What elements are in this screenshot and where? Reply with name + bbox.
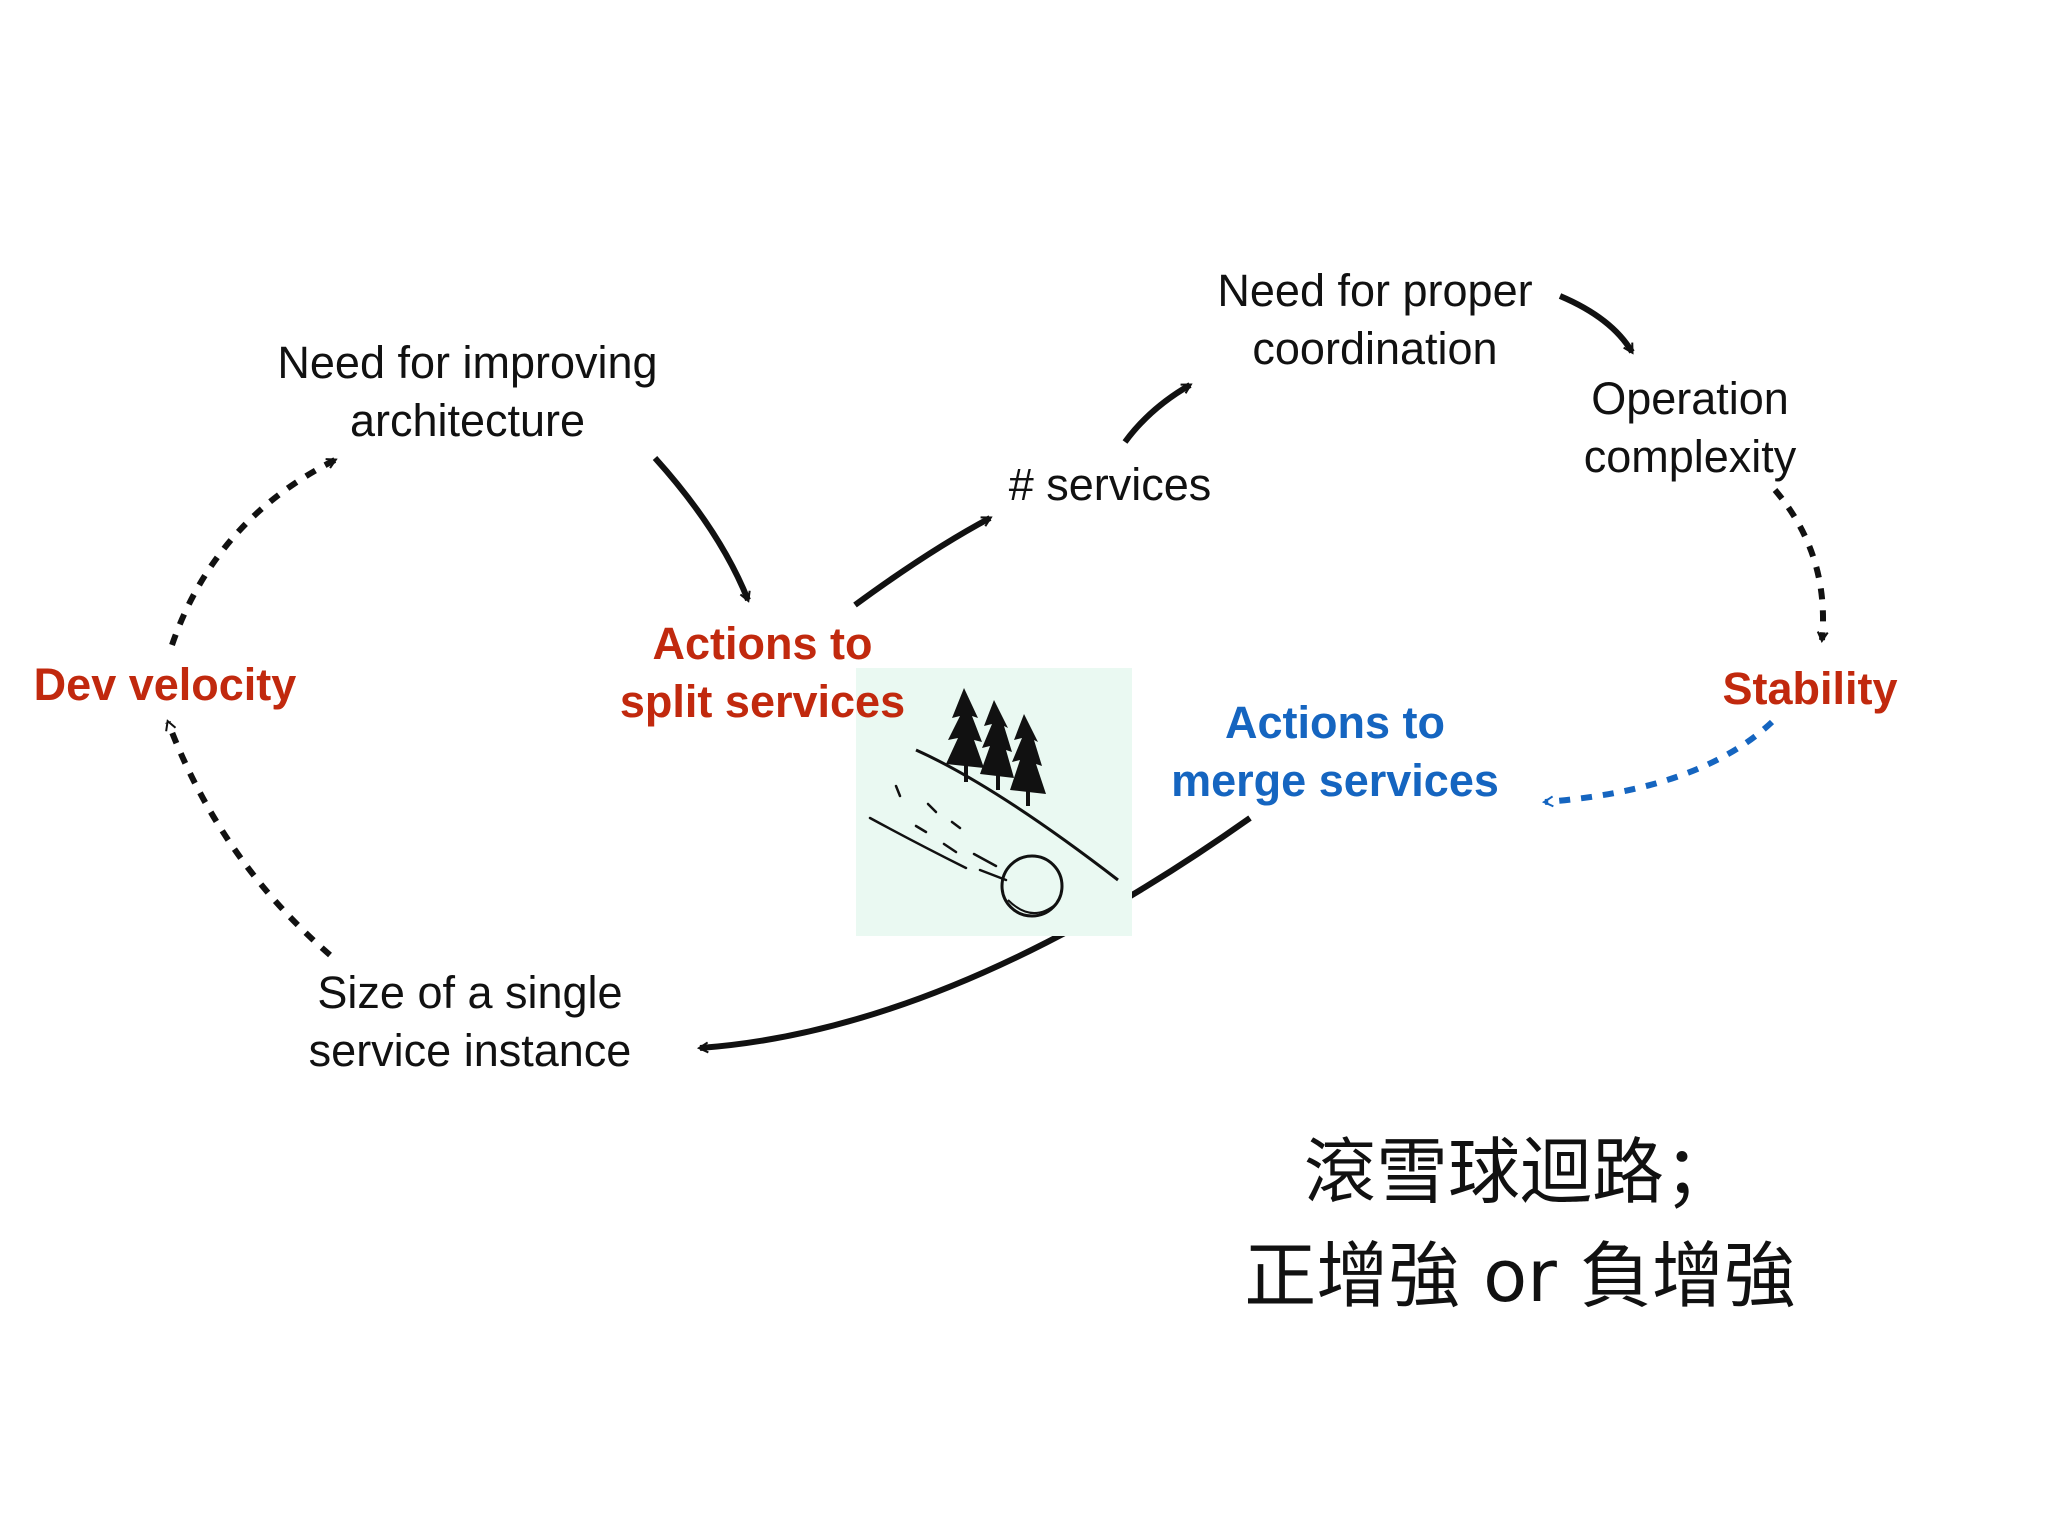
node-need-improving-architecture: Need for improving architecture bbox=[255, 334, 680, 449]
node-coordination-line-1: Need for proper bbox=[1217, 265, 1533, 316]
caption-line-1: 滾雪球迴路； bbox=[1303, 1130, 1736, 1214]
node-num-services: # services bbox=[985, 456, 1235, 514]
node-actions-split-line-2: split services bbox=[619, 675, 906, 727]
node-need-improving-line-2: architecture bbox=[349, 394, 586, 446]
node-actions-merge-line-1: Actions to bbox=[1225, 697, 1445, 748]
node-size-line-1: Size of a single bbox=[317, 967, 623, 1018]
arrow-services-to-coordination bbox=[1122, 382, 1190, 444]
node-complexity-line-2: complexity bbox=[1583, 430, 1797, 482]
snowball-hill-icon bbox=[868, 688, 1119, 918]
node-complexity-line-1: Operation bbox=[1591, 373, 1789, 424]
arrow-coordination-to-complexity bbox=[1558, 293, 1635, 352]
node-actions-split-line-1: Actions to bbox=[652, 618, 873, 669]
node-actions-to-split-services: Actions to split services bbox=[600, 615, 925, 730]
node-stability-text: Stability bbox=[1722, 663, 1898, 714]
arrow-merge-to-size bbox=[700, 815, 1252, 1048]
arrow-velocity-to-improving bbox=[169, 457, 335, 646]
node-need-proper-coordination: Need for proper coordination bbox=[1185, 262, 1565, 377]
node-size-of-single-service-instance: Size of a single service instance bbox=[280, 964, 660, 1079]
arrow-complexity-to-stability bbox=[1772, 488, 1823, 640]
caption-line-2: 正增強 or 負增強 bbox=[1244, 1234, 1796, 1319]
node-size-line-2: service instance bbox=[308, 1024, 632, 1076]
node-coordination-line-2: coordination bbox=[1252, 322, 1498, 374]
arrow-split-to-services bbox=[853, 515, 990, 608]
caption: 滾雪球迴路； 正增強 or 負增強 bbox=[1180, 1120, 1860, 1329]
node-dev-velocity-text: Dev velocity bbox=[33, 659, 297, 710]
arrow-stability-to-merge bbox=[1545, 719, 1775, 802]
node-operation-complexity: Operation complexity bbox=[1540, 370, 1840, 485]
arrow-improving-to-split bbox=[652, 455, 751, 600]
node-dev-velocity: Dev velocity bbox=[10, 656, 320, 714]
node-need-improving-line-1: Need for improving bbox=[277, 337, 658, 388]
node-stability: Stability bbox=[1690, 660, 1930, 718]
node-num-services-text: # services bbox=[1008, 459, 1212, 510]
arrow-size-to-velocity bbox=[168, 722, 332, 958]
node-actions-merge-line-2: merge services bbox=[1171, 754, 1499, 806]
snowball-illustration bbox=[856, 668, 1132, 936]
node-actions-to-merge-services: Actions to merge services bbox=[1150, 694, 1520, 809]
